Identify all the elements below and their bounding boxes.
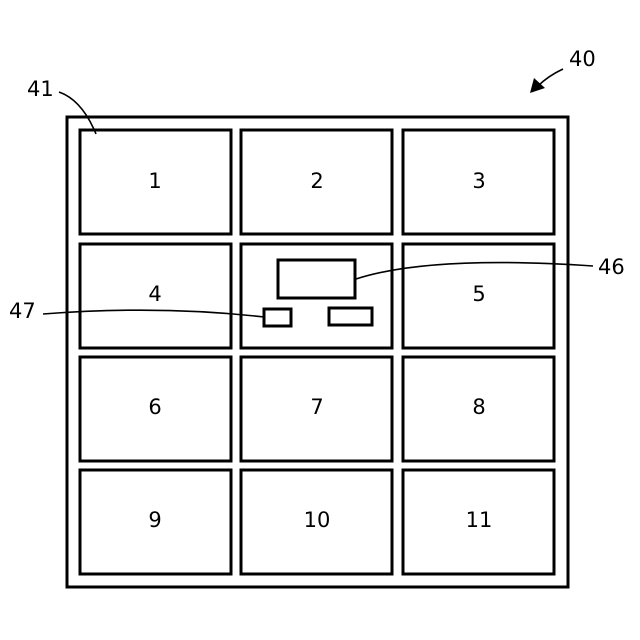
ref-label-46: 46 (598, 255, 625, 279)
compartment-label-4: 4 (148, 282, 161, 306)
ref-41-leader (59, 92, 96, 134)
compartment-label-2: 2 (310, 169, 323, 193)
compartment-label-7: 7 (310, 395, 323, 419)
ref-label-47: 47 (9, 299, 36, 323)
display-panel (278, 260, 355, 298)
button-left (264, 309, 291, 326)
compartment-label-6: 6 (148, 395, 161, 419)
compartment-label-8: 8 (472, 395, 485, 419)
compartment-label-5: 5 (472, 282, 485, 306)
compartment-label-10: 10 (304, 508, 331, 532)
ref-label-41: 41 (27, 77, 54, 101)
ref-label-40: 40 (569, 47, 596, 71)
compartment-label-3: 3 (472, 169, 485, 193)
compartment-label-1: 1 (148, 169, 161, 193)
button-right (329, 308, 372, 325)
compartment-label-11: 11 (466, 508, 493, 532)
compartment-label-9: 9 (148, 508, 161, 532)
ref-40-arrow-shaft (538, 69, 563, 86)
ref-40-arrowhead (530, 78, 545, 93)
